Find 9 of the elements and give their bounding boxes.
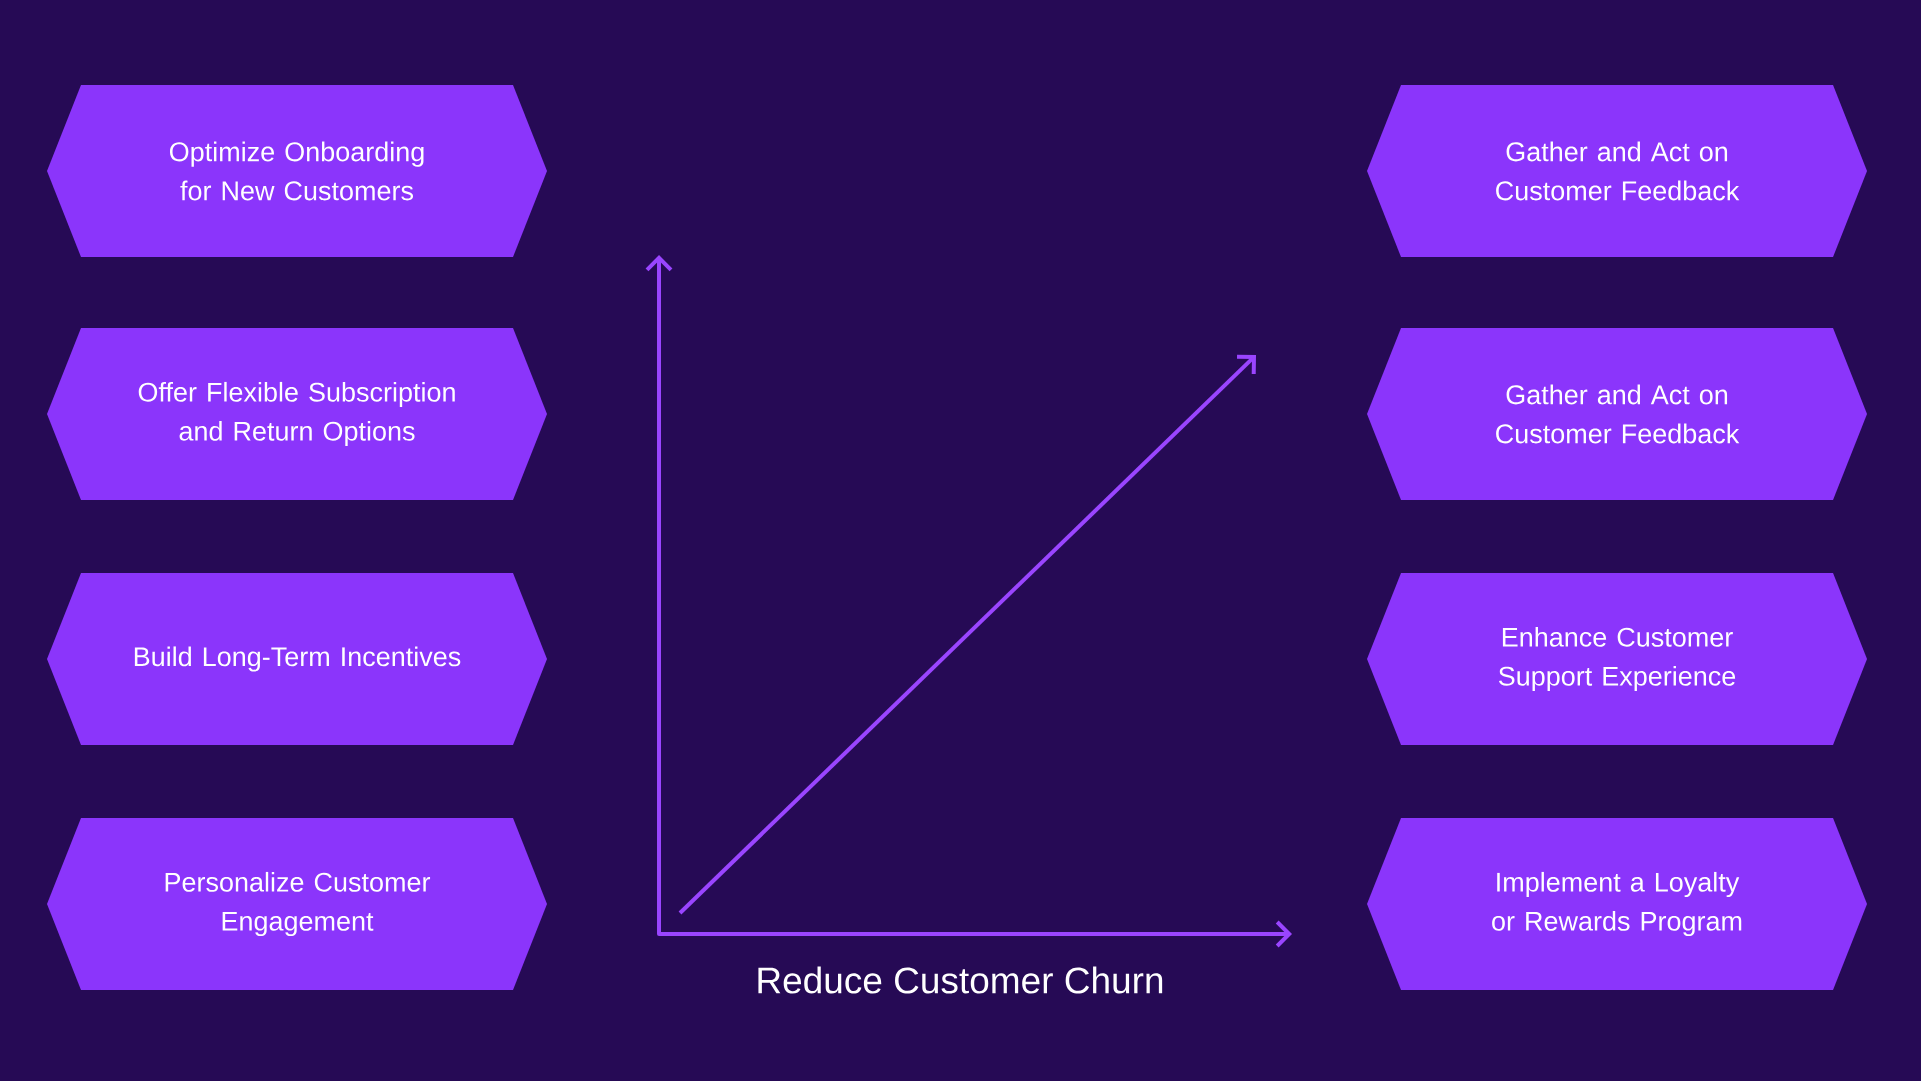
hexagon-box: Build Long-Term Incentives: [47, 573, 547, 745]
title: Reduce Customer Churn: [758, 966, 1163, 994]
hexagon-box: Gather and Act on Customer Feedback: [1367, 328, 1868, 500]
hexagon-box: Optimize Onboarding for New Customers: [47, 85, 547, 257]
hexagon-box: Enhance Customer Support Experience: [1367, 573, 1868, 745]
hexagon-box: Gather and Act on Customer Feedback: [1367, 85, 1868, 257]
hexagon-box: Personalize Customer Engagement: [47, 818, 547, 990]
hexagon-box: Offer Flexible Subscription and Return Options: [47, 328, 547, 500]
hexagon-box: Implement a Loyalty or Rewards Program: [1367, 818, 1868, 990]
